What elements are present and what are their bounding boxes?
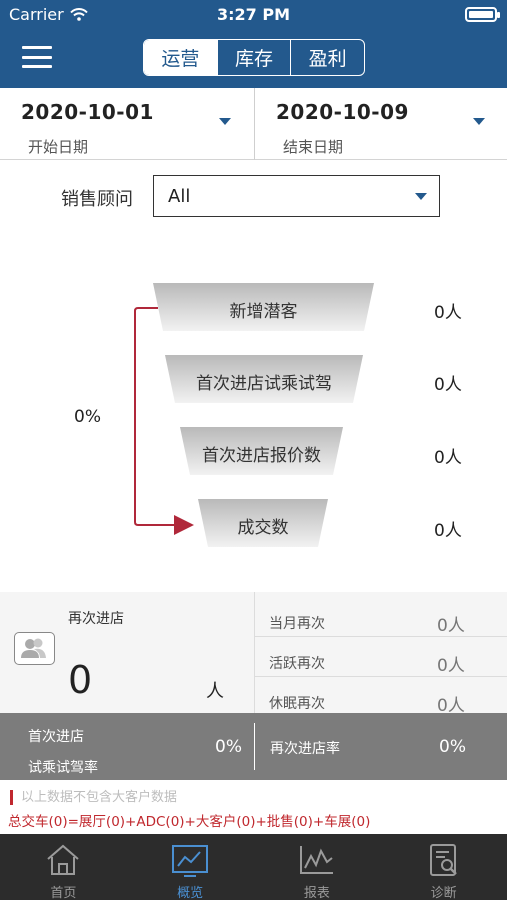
notes-section: 以上数据不包含大客户数据 总交车(0)=展厅(0)+ADC(0)+大客户(0)+… (0, 780, 507, 834)
revisit-breakdown: 当月再次 0人 活跃再次 0人 休眠再次 0人 (254, 592, 507, 716)
first-visit-rate-label: 首次进店 (28, 729, 84, 745)
revisit-row-label: 休眠再次 (269, 696, 325, 712)
menu-button[interactable] (22, 46, 52, 68)
report-chart-icon (299, 846, 333, 874)
diagnosis-icon (429, 844, 457, 876)
status-time: 3:27 PM (216, 5, 290, 24)
delivery-formula: 总交车(0)=展厅(0)+ADC(0)+大客户(0)+批售(0)+车展(0) (8, 814, 371, 830)
wifi-icon (69, 8, 88, 21)
hamburger-line (22, 65, 52, 68)
revisit-row-label: 当月再次 (269, 616, 325, 632)
funnel-stage-label: 新增潜客 (229, 302, 298, 322)
funnel-stage-first-quote (180, 427, 343, 475)
funnel-stage-label: 首次进店试乘试驾 (196, 374, 332, 394)
bottom-tab-bar: 首页 概览 报表 诊断 (0, 834, 507, 900)
conversion-rate: 0% (74, 407, 101, 427)
hamburger-icon (22, 46, 52, 49)
tab-profit[interactable]: 盈利 (290, 40, 364, 75)
advisor-label: 销售顾问 (61, 189, 133, 210)
funnel-count: 0人 (434, 375, 462, 395)
home-icon (47, 844, 80, 875)
top-bar: Carrier 3:27 PM 运营 库存 盈利 (0, 0, 507, 88)
list-item: 活跃再次 0人 (255, 637, 507, 677)
first-visit-rate-value: 0% (215, 737, 242, 757)
chevron-down-icon (415, 193, 427, 200)
revisit-row-value: 0人 (437, 696, 465, 716)
end-date-label: 结束日期 (283, 138, 344, 156)
carrier-label: Carrier (9, 5, 64, 24)
first-visit-rate-label-2: 试乘试驾率 (28, 760, 98, 776)
funnel-stage-label: 成交数 (237, 518, 289, 538)
revisit-row-label: 活跃再次 (269, 656, 325, 672)
tab-diagnosis[interactable]: 诊断 (380, 834, 507, 900)
revisit-title: 再次进店 (68, 611, 124, 627)
battery-icon (465, 7, 500, 22)
advisor-selected-value: All (168, 186, 191, 207)
start-date-value: 2020-10-01 (21, 100, 154, 124)
revisit-row-value: 0人 (437, 616, 465, 636)
tab-home[interactable]: 首页 (0, 834, 127, 900)
divider (254, 723, 255, 770)
start-date-picker[interactable]: 2020-10-01 开始日期 (0, 88, 254, 160)
end-date-value: 2020-10-09 (276, 100, 409, 124)
revisit-rate-value: 0% (439, 737, 466, 757)
revisit-total: 0 (68, 658, 93, 702)
conversion-arrow (134, 307, 194, 535)
tab-operations[interactable]: 运营 (144, 40, 217, 75)
advisor-select[interactable]: All (153, 175, 440, 217)
revisit-rate-label: 再次进店率 (270, 741, 340, 757)
revisit-row-value: 0人 (437, 656, 465, 676)
funnel-count: 0人 (434, 303, 462, 323)
status-bar: Carrier 3:27 PM (0, 0, 507, 30)
sales-funnel (134, 283, 374, 547)
customers-icon (14, 632, 55, 665)
hamburger-line (22, 55, 52, 59)
funnel-stage-label: 首次进店报价数 (202, 446, 321, 466)
tab-label: 首页 (50, 886, 77, 900)
start-date-label: 开始日期 (28, 138, 89, 156)
funnel-stage-first-test-drive (165, 355, 363, 403)
funnel-count: 0人 (434, 448, 462, 468)
chevron-down-icon (219, 118, 231, 125)
tab-overview[interactable]: 概览 (127, 834, 254, 900)
date-range-row: 2020-10-01 开始日期 2020-10-09 结束日期 (0, 88, 507, 160)
list-item: 休眠再次 0人 (255, 677, 507, 717)
revisit-panel: 再次进店 0 人 当月再次 0人 活跃再次 0人 休眠再次 0人 (0, 592, 507, 716)
rates-bar: 首次进店 试乘试驾率 0% 再次进店率 0% (0, 713, 507, 780)
tab-label: 诊断 (430, 886, 457, 900)
overview-chart-icon (172, 845, 209, 877)
tab-label: 报表 (303, 886, 330, 900)
tab-report[interactable]: 报表 (254, 834, 381, 900)
funnel-stage-deals (198, 499, 328, 547)
section-tabs: 运营 库存 盈利 (143, 39, 365, 76)
list-item: 当月再次 0人 (255, 597, 507, 637)
disclaimer-note: 以上数据不包含大客户数据 (10, 790, 177, 805)
revisit-unit: 人 (206, 681, 224, 702)
end-date-picker[interactable]: 2020-10-09 结束日期 (254, 88, 507, 160)
chevron-down-icon (473, 118, 485, 125)
funnel-count: 0人 (434, 521, 462, 541)
funnel-stage-new-leads (153, 283, 374, 331)
carrier-info: Carrier (9, 5, 88, 24)
tab-label: 概览 (177, 886, 204, 900)
revisit-summary: 再次进店 0 人 (0, 592, 254, 713)
tab-inventory[interactable]: 库存 (216, 40, 291, 75)
